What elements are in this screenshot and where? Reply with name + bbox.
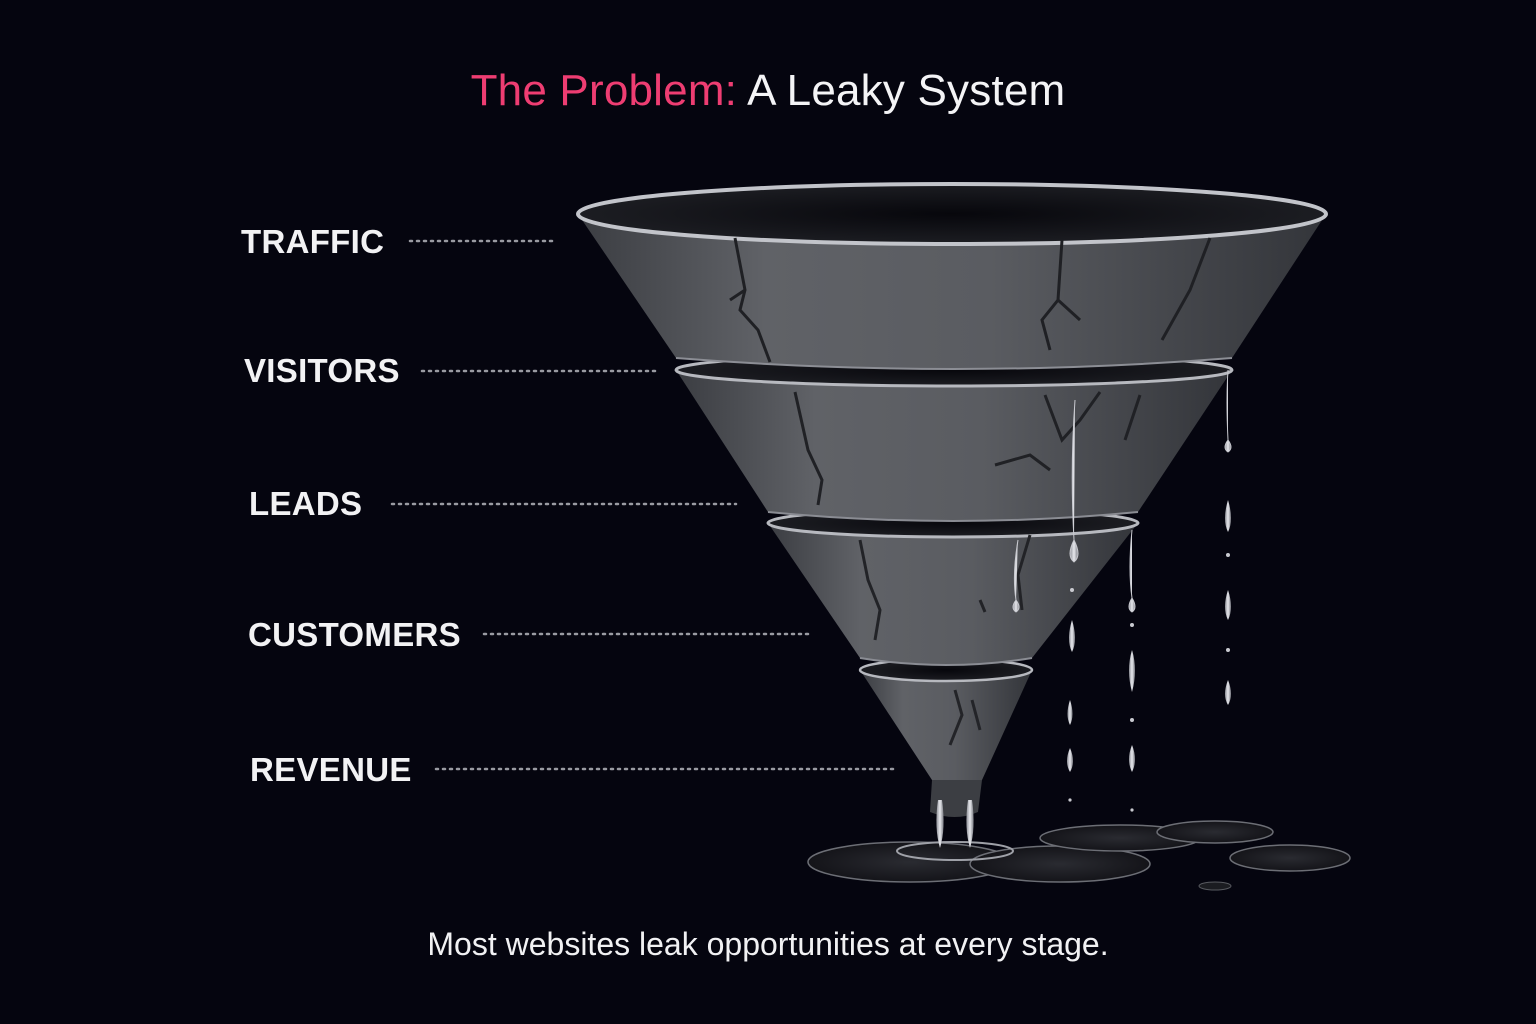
funnel-tier-customers xyxy=(766,507,1140,666)
puddle xyxy=(807,820,1351,891)
slide-title: The Problem: A Leaky System xyxy=(0,66,1536,116)
stage-label-visitors: VISITORS xyxy=(244,352,400,389)
slide-caption: Most websites leak opportunities at ever… xyxy=(427,926,1109,962)
funnel-tier-revenue xyxy=(858,657,1034,817)
funnel-tier-traffic xyxy=(576,182,1328,370)
stage-label-revenue: REVENUE xyxy=(250,751,412,788)
title-accent: The Problem: xyxy=(470,66,738,115)
title-rest: A Leaky System xyxy=(747,66,1066,115)
funnel-tier-leads xyxy=(674,352,1234,522)
stage-label-customers: CUSTOMERS xyxy=(248,616,461,653)
stage-label-traffic: TRAFFIC xyxy=(241,223,385,260)
stage-label-leads: LEADS xyxy=(249,485,363,522)
drips xyxy=(936,369,1232,848)
